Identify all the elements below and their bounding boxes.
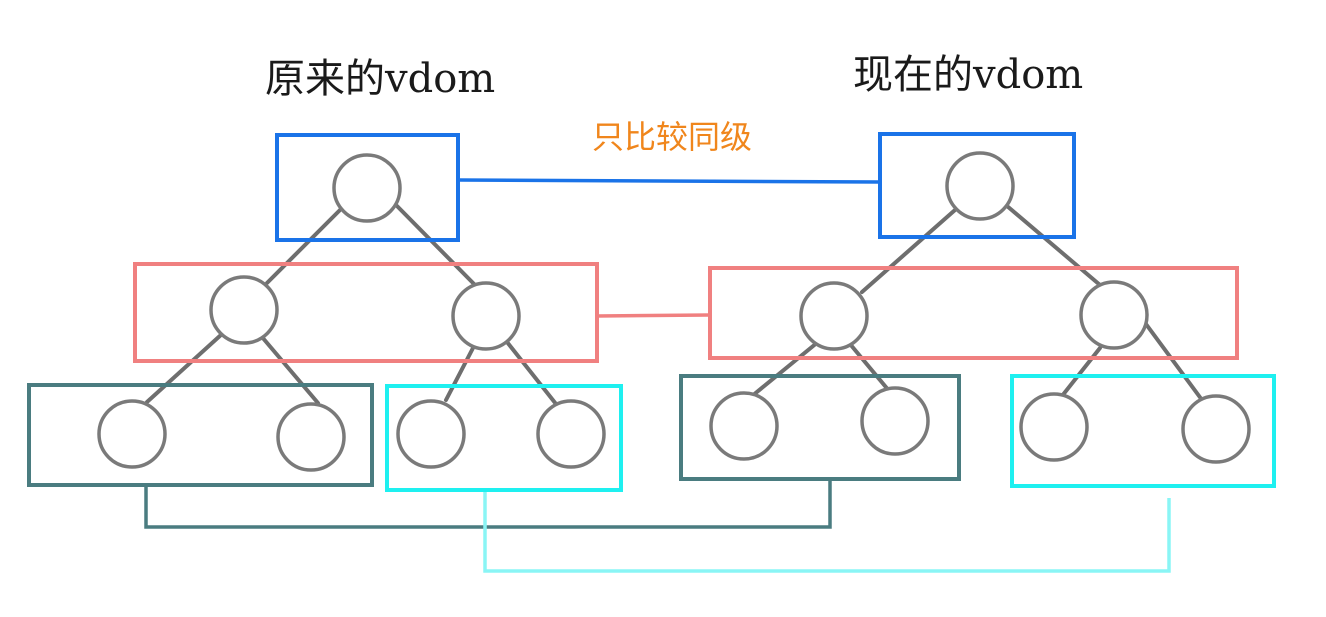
level-boxes [27,132,1276,492]
same-level-note: 只比较同级 [592,118,752,156]
right-level-3-box-b [1010,374,1276,488]
link-level-2 [596,313,711,318]
edge [395,204,477,287]
right-tree-nodes [709,151,1251,464]
tree-node [209,275,279,345]
tree-node [332,153,402,223]
left-tree-title: 原来的vdom [265,56,495,102]
tree-node [536,399,606,469]
edge [505,340,558,406]
left-tree-edges [145,204,558,406]
edge [260,335,320,405]
right-level-2-box [708,266,1239,360]
right-tree-title: 现在的vdom [853,52,1083,98]
edge [1005,204,1102,287]
edge [145,332,224,404]
link-level-1 [457,178,881,184]
tree-node [1019,392,1089,462]
level-links [144,178,1171,573]
left-level-3-box-b [385,384,623,492]
left-tree-nodes [97,153,606,472]
tree-node [396,399,466,469]
edge [860,208,957,294]
link-level-3-group-b [483,491,1171,573]
edge [444,346,475,402]
tree-node [1181,394,1251,464]
left-level-3-box-a [27,383,374,487]
left-level-2-box [133,262,599,363]
right-level-1-box [878,132,1076,239]
link-level-3-group-a [144,480,832,529]
tree-node [276,402,346,472]
tree-node [799,281,869,351]
tree-node [945,151,1015,221]
tree-node [1079,280,1149,350]
edge [750,340,820,398]
edge [848,342,892,394]
right-level-3-box-a [679,374,961,481]
edge [1060,346,1102,398]
tree-node [97,399,167,469]
right-tree-edges [750,204,1204,402]
left-level-1-box [275,133,460,242]
tree-node [451,281,521,351]
tree-node [709,391,779,461]
edge [265,208,342,285]
tree-node [860,386,930,456]
